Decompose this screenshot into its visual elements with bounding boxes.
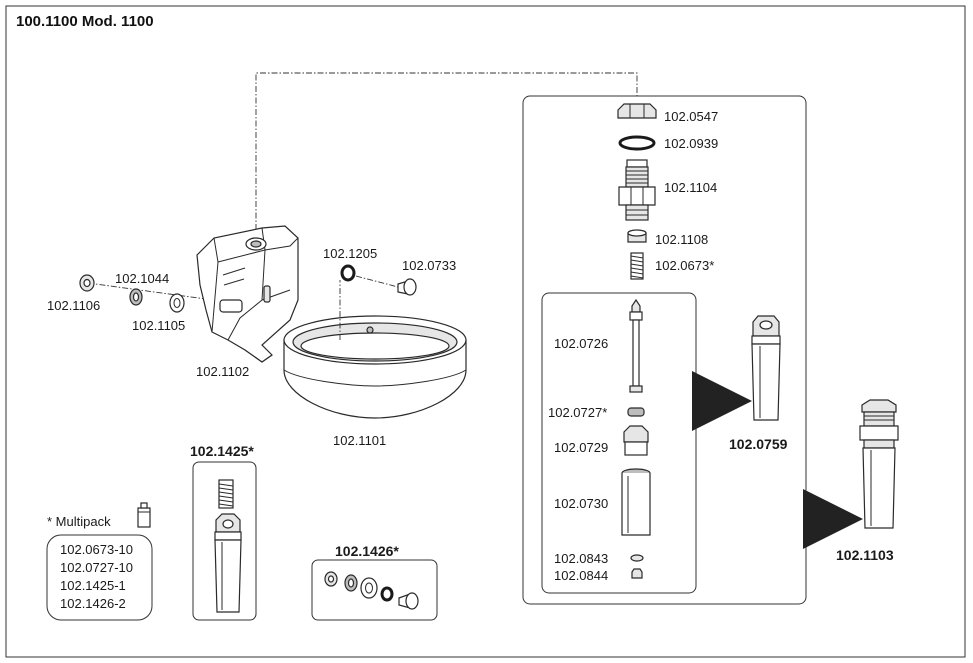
part-102-0733-screw xyxy=(397,278,417,296)
multipack-item: 102.0673-10 xyxy=(60,542,133,557)
kit-102-1425-valve xyxy=(214,513,242,613)
part-102-0673-spring xyxy=(630,252,644,280)
part-102-0730-sleeve xyxy=(621,468,651,536)
label-102-1105: 102.1105 xyxy=(132,318,185,333)
label-102-0726: 102.0726 xyxy=(554,336,608,351)
multipack-item: 102.0727-10 xyxy=(60,560,133,575)
label-102-0727: 102.0727* xyxy=(548,405,607,420)
part-102-0939-ring xyxy=(618,135,656,151)
label-102-0843: 102.0843 xyxy=(554,551,608,566)
part-102-1104-fitting xyxy=(618,159,656,221)
part-102-0843-washer xyxy=(630,554,644,562)
label-102-0729: 102.0729 xyxy=(554,440,608,455)
diagram-title: 100.1100 Mod. 1100 xyxy=(16,13,154,30)
part-102-1106-nut xyxy=(79,274,95,292)
valve-group-box xyxy=(522,95,807,605)
link-line-screw xyxy=(355,275,399,288)
label-102-0673: 102.0673* xyxy=(655,258,714,273)
label-102-1044: 102.1044 xyxy=(115,271,169,286)
part-102-1108-ring xyxy=(627,229,647,243)
label-102-0730: 102.0730 xyxy=(554,496,608,511)
part-102-0844-nut xyxy=(631,568,643,579)
part-102-1205-oring xyxy=(340,264,356,282)
link-line-bracket-valve xyxy=(255,72,638,230)
label-102-0759: 102.0759 xyxy=(729,436,788,452)
label-102-1101: 102.1101 xyxy=(333,433,386,448)
label-102-1103: 102.1103 xyxy=(836,547,894,563)
multipack-box xyxy=(46,534,153,621)
label-102-1102: 102.1102 xyxy=(196,364,249,379)
label-102-1426: 102.1426* xyxy=(335,543,399,559)
kit-102-1426-parts xyxy=(324,571,419,610)
kit-102-1426-box xyxy=(311,559,438,621)
assembled-102-1103 xyxy=(859,399,899,529)
kit-102-1425-box xyxy=(192,461,257,621)
part-102-1102-bracket xyxy=(196,225,299,363)
valve-inner-box xyxy=(541,292,697,594)
label-102-0733: 102.0733 xyxy=(402,258,456,273)
part-102-0726-stem xyxy=(629,298,643,393)
kit-102-1425-spring xyxy=(218,479,234,509)
part-102-0547-hexnut xyxy=(617,103,657,119)
label-102-0939: 102.0939 xyxy=(664,136,718,151)
label-102-1108: 102.1108 xyxy=(655,232,708,247)
assembled-102-0759 xyxy=(751,315,781,421)
part-102-0727-seal xyxy=(627,407,645,417)
part-102-1105-washer xyxy=(169,293,185,313)
multipack-title: * Multipack xyxy=(47,514,111,529)
outer-frame xyxy=(5,5,966,658)
part-102-1101-bowl xyxy=(283,280,467,419)
label-102-1104: 102.1104 xyxy=(664,180,717,195)
multipack-box-icon xyxy=(137,502,151,528)
label-102-1425: 102.1425* xyxy=(190,443,254,459)
multipack-item: 102.1426-2 xyxy=(60,596,126,611)
label-102-1106: 102.1106 xyxy=(47,298,100,313)
part-102-0729-nut xyxy=(623,425,649,456)
label-102-0547: 102.0547 xyxy=(664,109,718,124)
part-102-1044-washer xyxy=(129,288,143,306)
label-102-0844: 102.0844 xyxy=(554,568,608,583)
multipack-item: 102.1425-1 xyxy=(60,578,126,593)
label-102-1205: 102.1205 xyxy=(323,246,377,261)
